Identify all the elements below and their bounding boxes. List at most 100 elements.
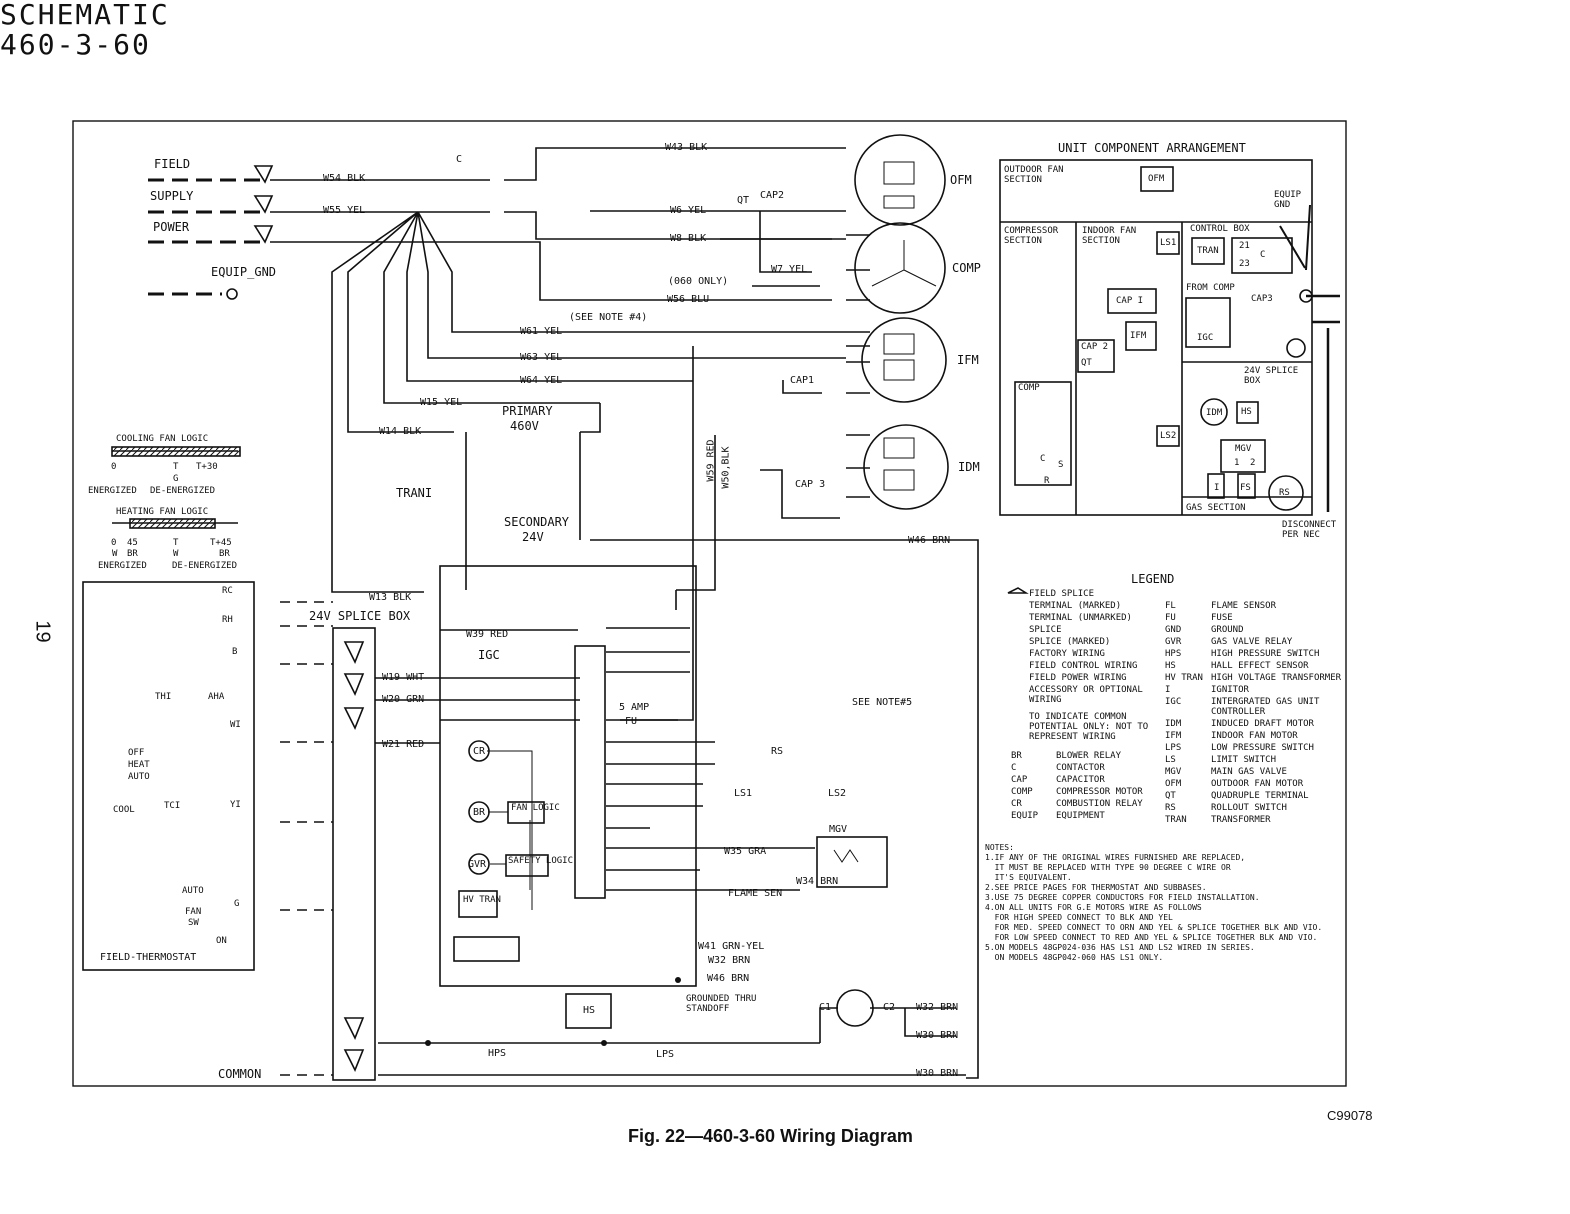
wire-label: W64 YEL: [520, 375, 563, 386]
legend-def: LOW PRESSURE SWITCH: [1211, 743, 1314, 753]
note-line: 4.ON ALL UNITS FOR G.E MOTORS WIRE AS FO…: [985, 903, 1202, 912]
arrangement-23: 23: [1239, 259, 1250, 269]
note-line: 5.ON MODELS 48GP024-036 HAS LS1 AND LS2 …: [985, 943, 1255, 952]
thermostat-sw: SW: [188, 918, 199, 928]
cool-sub: DE-ENERGIZED: [150, 486, 216, 496]
legend-abbr: CAP: [1011, 775, 1028, 785]
ls2-label: LS2: [828, 788, 847, 799]
arrangement-section: GAS SECTION: [1186, 503, 1246, 513]
thermostat-on: ON: [216, 936, 227, 946]
wire-label: W35 GRA: [724, 846, 767, 857]
wire-label: W15 YEL: [420, 397, 463, 408]
cool-sub: ENERGIZED: [88, 486, 137, 496]
legend-symbol: FIELD CONTROL WIRING: [1029, 661, 1138, 671]
outer-frame: [72, 120, 1347, 1087]
note-line: ON MODELS 48GP042-060 HAS LS1 ONLY.: [985, 953, 1164, 962]
legend-symbol: TO INDICATE COMMON POTENTIAL ONLY: NOT T…: [1029, 712, 1149, 742]
arrangement-mgv-2: 2: [1250, 458, 1256, 468]
legend-abbr: IDM: [1165, 719, 1182, 729]
wire-label: W50,BLK: [720, 446, 732, 489]
thermostat-heat: HEAT: [128, 760, 150, 770]
arrangement-title: UNIT COMPONENT ARRANGEMENT: [1058, 141, 1246, 155]
splice-box-label: 24V SPLICE BOX: [309, 609, 411, 623]
thermostat-off: OFF: [128, 748, 145, 758]
c1-label: C1: [819, 1002, 832, 1013]
arrangement-section: INDOOR FAN SECTION: [1082, 226, 1137, 246]
wire-label: W20 GRN: [382, 694, 425, 705]
note-line: 3.USE 75 DEGREE COPPER CONDUCTORS FOR FI…: [985, 893, 1260, 902]
thermostat-cool: COOL: [113, 805, 135, 815]
arrangement-from-comp: FROM COMP: [1186, 283, 1235, 293]
legend-abbr: LS: [1165, 755, 1176, 765]
wire-label: W13 BLK: [369, 592, 412, 603]
thermostat-fan: FAN: [185, 907, 202, 917]
equip-gnd-label: EQUIP_GND: [211, 265, 277, 279]
legend-def: HALL EFFECT SENSOR: [1211, 661, 1309, 671]
arrangement-tran: TRAN: [1197, 246, 1219, 256]
legend-abbr: FL: [1165, 601, 1176, 611]
arrangement-section: CONTROL BOX: [1190, 224, 1250, 234]
cool-tick: 0: [111, 462, 117, 472]
ifm-label: IFM: [957, 353, 979, 367]
br-label: BR: [473, 807, 486, 818]
thermostat-wi: WI: [230, 720, 241, 730]
qt-label: QT: [737, 195, 750, 206]
note-line: FOR HIGH SPEED CONNECT TO BLK AND YEL: [985, 913, 1173, 922]
wire-label: W46 BRN: [908, 535, 951, 546]
legend-abbr: OFM: [1165, 779, 1182, 789]
notes-block: NOTES: 1.IF ANY OF THE ORIGINAL WIRES FU…: [985, 843, 1355, 963]
legend-abbr: GVR: [1165, 637, 1182, 647]
legend-abbr: RS: [1165, 803, 1176, 813]
legend-def: GAS VALVE RELAY: [1211, 637, 1293, 647]
legend-abbr: C: [1011, 763, 1017, 773]
wire-label: W8 BLK: [670, 233, 707, 244]
arrangement-rs: RS: [1279, 488, 1290, 498]
wire-label: W32 BRN: [708, 955, 751, 966]
note-line: FOR MED. SPEED CONNECT TO ORN AND YEL & …: [985, 923, 1323, 932]
only060-label: (060 ONLY): [668, 276, 729, 287]
thermostat-tci: TCI: [164, 801, 181, 811]
heat-sub: BR: [127, 549, 138, 559]
legend-abbr: HV TRAN: [1165, 673, 1203, 683]
legend-def: INDUCED DRAFT MOTOR: [1211, 719, 1314, 729]
cool-sub: G: [173, 474, 179, 484]
wire-label: W19 WHT: [382, 672, 425, 683]
igc-label: IGC: [478, 648, 500, 662]
arrangement-comp-s: S: [1058, 460, 1064, 470]
legend-title: LEGEND: [1131, 572, 1175, 586]
legend-symbol: FIELD SPLICE: [1029, 589, 1095, 599]
legend-abbr: IGC: [1165, 697, 1182, 707]
arrangement-ofm: OFM: [1148, 174, 1165, 184]
note-line: IT'S EQUIVALENT.: [985, 873, 1072, 882]
arrangement-cap3: CAP3: [1251, 294, 1273, 304]
legend-def: CONTACTOR: [1056, 763, 1105, 773]
heat-sub: ENERGIZED: [98, 561, 147, 571]
legend-abbr: GND: [1165, 625, 1182, 635]
legend-symbol: TERMINAL (UNMARKED): [1029, 613, 1132, 623]
thermostat-title: FIELD-THERMOSTAT: [100, 952, 197, 963]
thermostat-rh: RH: [222, 615, 233, 625]
legend-symbol: FACTORY WIRING: [1029, 649, 1105, 659]
wire-label: W59 RED: [705, 439, 717, 482]
arrangement-cap2: CAP 2: [1081, 342, 1109, 352]
arrangement-mgv-1: 1: [1234, 458, 1240, 468]
arrangement-21: 21: [1239, 241, 1250, 251]
thermostat-yi: YI: [230, 800, 241, 810]
legend-def: HIGH VOLTAGE TRANSFORMER: [1211, 673, 1342, 683]
ofm-label: OFM: [950, 173, 972, 187]
arrangement-idm: IDM: [1206, 408, 1223, 418]
note5-label: SEE NOTE#5: [852, 697, 913, 708]
legend-def: MAIN GAS VALVE: [1211, 767, 1287, 777]
primary-voltage: 460V: [510, 419, 539, 433]
arrangement-section: OUTDOOR FAN SECTION: [1004, 165, 1064, 185]
hall-sensor-label: HS: [583, 1005, 596, 1016]
legend-def: ROLLOUT SWITCH: [1211, 803, 1287, 813]
wire-label: W32 BRN: [916, 1002, 959, 1013]
arrangement-ls2: LS2: [1160, 431, 1177, 441]
legend-def: IGNITOR: [1211, 685, 1249, 695]
disconnect-label: DISCONNECT PER NEC: [1282, 520, 1337, 540]
fuse-rating: 5 AMP: [619, 702, 650, 713]
legend-abbr: IFM: [1165, 731, 1182, 741]
cap2-label: CAP2: [760, 190, 785, 201]
